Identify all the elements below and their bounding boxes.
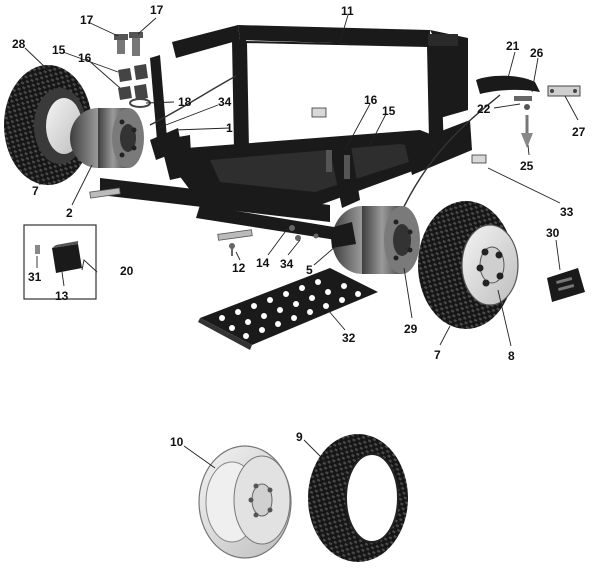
callout-31: 31 [28,270,42,284]
left-brake-drum [70,108,144,168]
callout-labels: 1 2 5 7 7 8 9 10 11 12 13 14 15 15 16 16… [12,3,586,449]
small-fasteners [89,187,319,256]
lamp-kit [23,224,97,300]
callout-20: 20 [120,264,134,278]
callout-17-right: 17 [150,3,164,17]
trailer-frame [100,25,501,240]
callout-13: 13 [55,289,69,303]
callout-12: 12 [232,261,246,275]
callout-16-right: 16 [364,93,378,107]
callout-2: 2 [66,206,73,220]
callout-30: 30 [546,226,560,240]
callout-22: 22 [477,102,491,116]
callout-11: 11 [341,4,354,18]
callout-28: 28 [12,37,26,51]
callout-8: 8 [508,349,515,363]
callout-15-right: 15 [382,104,396,118]
right-brake-drum [330,206,420,274]
callout-7-right: 7 [434,348,441,362]
callout-21: 21 [506,39,520,53]
callout-10: 10 [170,435,184,449]
left-wheel [4,65,92,185]
callout-7-left: 7 [32,184,39,198]
manual-pack [547,268,585,302]
hardware-cluster [114,32,151,108]
leader-lines [24,14,579,469]
callout-34-top: 34 [218,95,232,109]
callout-18: 18 [178,95,192,109]
right-wheel [418,201,519,329]
callout-5: 5 [306,263,313,277]
callout-33: 33 [560,205,574,219]
callout-29: 29 [404,322,418,336]
brake-bracket [150,128,182,160]
callout-25: 25 [520,159,534,173]
floor-guard-plate [198,268,378,350]
callout-15-left: 15 [52,43,66,57]
jockey-handle [476,75,581,148]
callout-32: 32 [342,331,356,345]
callout-1: 1 [226,121,233,135]
spare-tire [308,434,408,562]
callout-9: 9 [296,430,303,444]
callout-34-bottom: 34 [280,257,294,271]
callout-17-left: 17 [80,13,94,27]
callout-16-left: 16 [78,51,92,65]
spare-rim [198,445,292,559]
callout-26: 26 [530,46,544,60]
callout-14: 14 [256,256,270,270]
callout-27: 27 [572,125,586,139]
